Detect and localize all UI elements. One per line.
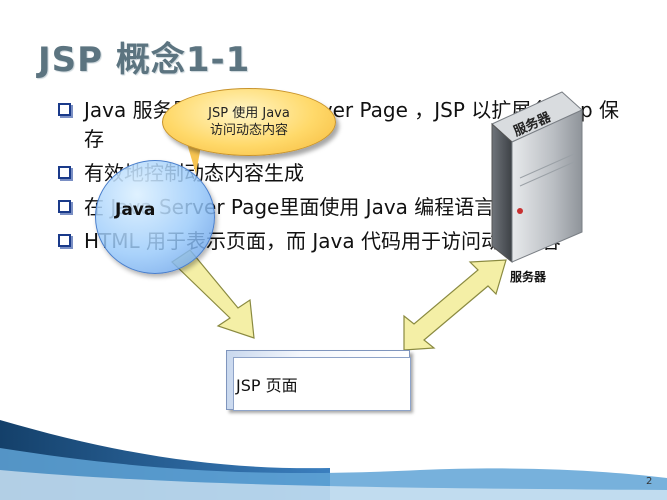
checkbox-bullet-icon <box>58 103 71 116</box>
java-label: Java <box>115 200 156 220</box>
java-circle <box>95 160 215 274</box>
callout-line-1: JSP 使用 Java <box>208 106 290 121</box>
callout-line-2: 访问动态内容 <box>209 123 288 138</box>
slide-title: JSP 概念1-1 <box>38 40 251 80</box>
checkbox-bullet-icon <box>58 200 71 213</box>
server-label: 服务器 <box>510 270 547 284</box>
bottom-wave-decoration <box>0 420 667 500</box>
checkbox-bullet-icon <box>58 234 71 247</box>
jsp-page-inner <box>233 357 411 411</box>
page-number: 2 <box>646 476 653 487</box>
checkbox-bullet-icon <box>58 166 71 179</box>
arrow-java-to-jsp-icon <box>171 249 255 339</box>
jsp-page-box <box>226 350 411 411</box>
speech-callout: JSP 使用 Java 访问动态内容 <box>162 88 336 156</box>
server-tower-icon <box>491 91 583 264</box>
double-arrow-jsp-server-icon <box>403 259 507 351</box>
jsp-page-label: JSP 页面 <box>236 376 298 395</box>
